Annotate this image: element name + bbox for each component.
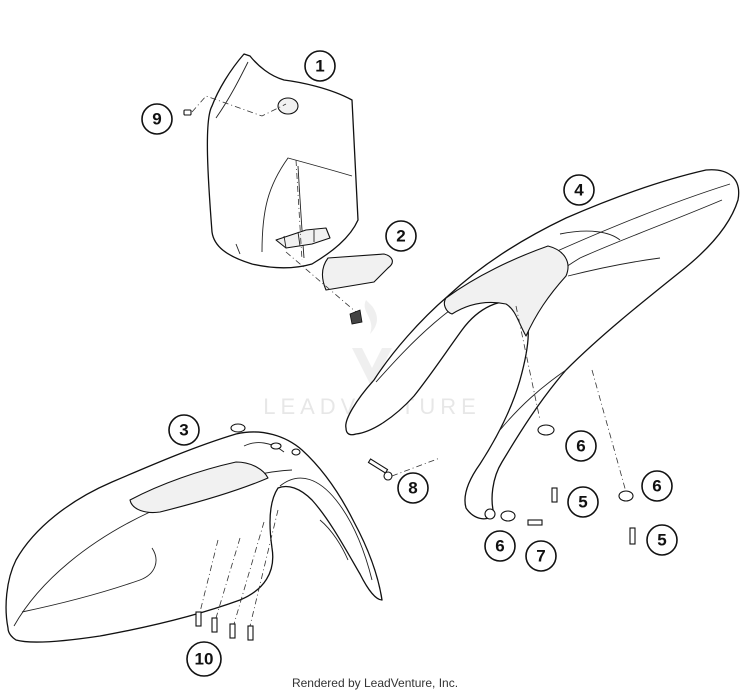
footer-credit: Rendered by LeadVenture, Inc. — [291, 676, 459, 690]
number-plate — [206, 53, 359, 269]
sticker-plate — [321, 253, 393, 291]
callout-6-upper: 6 — [565, 430, 597, 462]
callout-label: 6 — [576, 437, 585, 456]
callout-label: 4 — [574, 181, 584, 200]
screw-plate-bottom — [349, 309, 363, 325]
front-fender — [5, 423, 383, 643]
rear-fender — [345, 169, 740, 520]
callout-label: 9 — [152, 110, 161, 129]
callout-label: 5 — [657, 531, 666, 550]
callout-2: 2 — [385, 220, 417, 252]
callout-label: 2 — [396, 227, 405, 246]
callout-6-right: 6 — [641, 470, 673, 502]
grommet-6-right — [618, 490, 634, 502]
screw-8 — [367, 458, 393, 481]
leader-lines — [191, 95, 627, 627]
callout-5-upper: 5 — [567, 486, 599, 518]
hardware — [183, 109, 636, 641]
callout-label: 7 — [536, 547, 545, 566]
callout-8: 8 — [397, 472, 429, 504]
callout-5-right: 5 — [646, 524, 678, 556]
callout-label: 5 — [578, 493, 587, 512]
callout-label: 6 — [495, 537, 504, 556]
callout-label: 6 — [652, 477, 661, 496]
callout-7: 7 — [525, 540, 557, 572]
callout-9: 9 — [141, 103, 173, 135]
callout-1: 1 — [304, 50, 336, 82]
callout-10: 10 — [186, 641, 222, 677]
callout-label: 8 — [408, 479, 417, 498]
screw-5-right — [629, 527, 636, 545]
callout-label: 10 — [195, 650, 214, 669]
screw-7 — [527, 519, 543, 526]
screws-10 — [195, 611, 254, 641]
callout-6-lower: 6 — [484, 530, 516, 562]
grommet-6-upper — [537, 424, 555, 436]
callout-label: 1 — [315, 57, 324, 76]
grommet-6-lower — [500, 510, 516, 522]
screw-5-upper — [551, 487, 558, 503]
callout-4: 4 — [563, 174, 595, 206]
callout-3: 3 — [168, 414, 200, 446]
screw-9 — [183, 109, 192, 116]
callout-label: 3 — [179, 421, 188, 440]
